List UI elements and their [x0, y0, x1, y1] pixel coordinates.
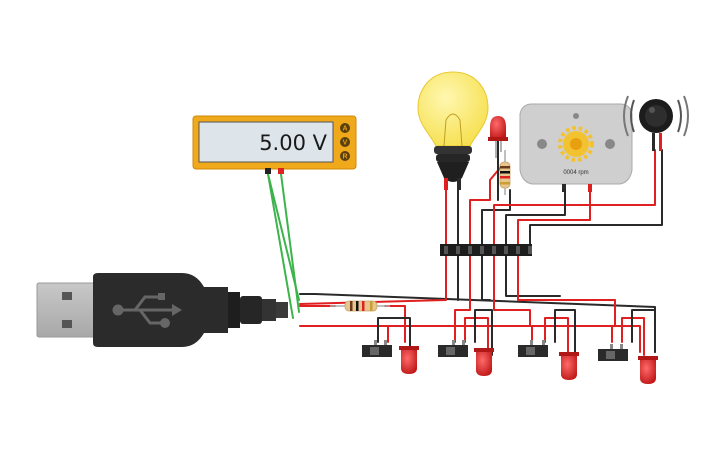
resistor-horizontal[interactable]: [330, 300, 390, 312]
usb-icon: [112, 293, 182, 328]
multimeter-reading: 5.00 V: [259, 131, 327, 155]
wires: [267, 139, 663, 356]
led-2[interactable]: [474, 348, 494, 376]
slide-switch-2[interactable]: [438, 340, 468, 357]
power-rail-wire[interactable]: [299, 325, 641, 353]
resistor-wire[interactable]: [299, 305, 406, 343]
led-1[interactable]: [399, 346, 419, 374]
pin-header-icon[interactable]: [440, 244, 532, 256]
usb-plug[interactable]: [36, 273, 288, 347]
slide-switch-3[interactable]: [518, 340, 548, 357]
svg-text:V: V: [343, 140, 348, 147]
dc-motor-icon[interactable]: 0004 rpm: [519, 103, 633, 192]
usb-connector-metal: [36, 282, 98, 338]
motor-gear-icon: [558, 126, 594, 162]
probe-wire-green-2[interactable]: [280, 173, 300, 313]
multimeter-button-r[interactable]: R: [340, 151, 350, 161]
light-bulb-icon[interactable]: [417, 71, 489, 190]
led-4[interactable]: [638, 356, 658, 384]
slide-switch-4[interactable]: [598, 344, 628, 361]
buzzer-icon[interactable]: [623, 95, 689, 151]
multimeter-button-a[interactable]: A: [340, 123, 350, 133]
multimeter[interactable]: 5.00 V A V R: [192, 115, 357, 174]
svg-text:R: R: [342, 154, 347, 161]
resistor-vertical[interactable]: [499, 150, 511, 195]
svg-text:A: A: [342, 126, 347, 133]
probe-wire-green-3[interactable]: [267, 173, 294, 319]
slide-switch-1[interactable]: [362, 340, 392, 357]
led-3[interactable]: [559, 352, 579, 380]
multimeter-probe-red[interactable]: [278, 168, 284, 174]
multimeter-button-v[interactable]: V: [340, 137, 350, 147]
indicator-led-top[interactable]: [488, 116, 508, 158]
motor-rpm-readout: 0004 rpm: [563, 170, 588, 176]
multimeter-screen: [198, 121, 334, 163]
multimeter-probe-black[interactable]: [265, 168, 271, 174]
